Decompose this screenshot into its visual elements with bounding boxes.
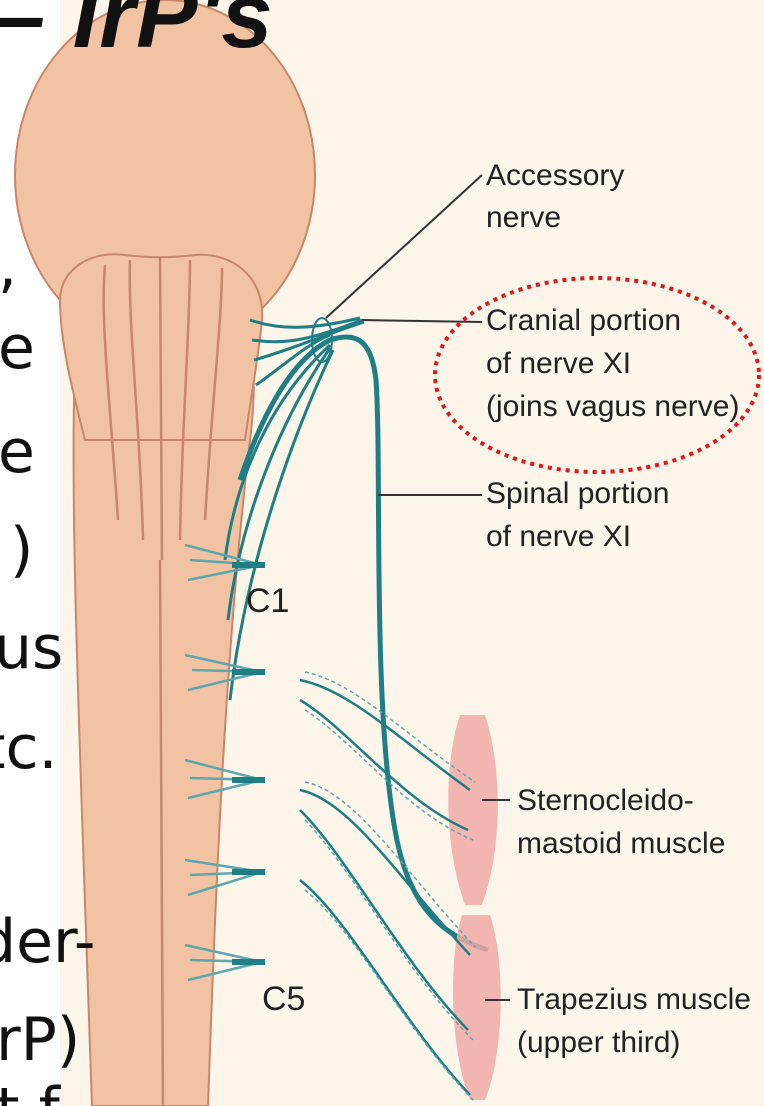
text-fragment-9: t f [0,1080,60,1106]
text-fragment-4: ) [10,520,33,580]
text-fragment-3: e [0,422,35,482]
slide-title-fragment: – IrP's [0,0,274,69]
text-fragment-1: , [0,236,17,296]
text-fragment-7: der- [0,912,95,972]
label-c1: C1 [246,582,289,620]
text-fragment-5: us [0,618,63,678]
text-fragment-2: e [0,318,35,378]
text-fragment-6: tc. [0,718,58,778]
text-fragment-8: rP) [0,1010,80,1070]
label-c5: C5 [262,980,305,1018]
